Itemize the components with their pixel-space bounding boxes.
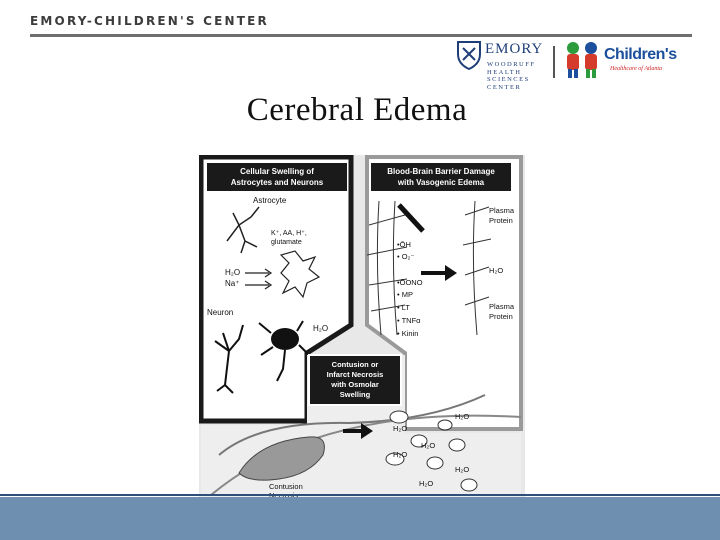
glutamate-label: glutamate <box>271 239 302 246</box>
emory-wordmark: EMORY <box>485 41 544 57</box>
h2o-label-right: H₂O <box>489 266 503 275</box>
bottom-arrow-icon <box>343 423 373 439</box>
neuron-icon <box>214 324 244 394</box>
slide-title: Cerebral Edema <box>246 92 468 128</box>
influx-arrows <box>245 268 273 290</box>
childrens-logo: Children's Healthcare of Atlanta <box>562 40 692 80</box>
plasma-label-1b: Protein <box>489 216 513 225</box>
astrocyte-icon <box>226 206 260 254</box>
svg-text:• TNFα: • TNFα <box>397 316 421 325</box>
h2o-bottom-3: H₂O <box>421 441 435 450</box>
cortex-curve <box>218 394 486 456</box>
right-title-line2: with Vasogenic Edema <box>397 178 485 187</box>
astrocyte-label: Astrocyte <box>253 196 287 205</box>
contusion-area <box>238 436 325 481</box>
svg-text:•ŌH: •ŌH <box>397 240 411 249</box>
bbb-vessel-right <box>462 200 492 336</box>
svg-text:•ŌONO: •ŌONO <box>397 278 423 287</box>
bottom-panel-title-box <box>308 354 402 406</box>
right-panel-title-box <box>371 163 511 191</box>
logo-separator <box>553 46 555 78</box>
bbb-vessel-left <box>366 200 408 336</box>
bottom-title-line4: Swelling <box>340 390 371 399</box>
bottom-title-line1: Contusion or <box>332 360 379 369</box>
svg-text:• LT: • LT <box>397 303 410 312</box>
na-label: Na⁺ <box>225 279 239 288</box>
swollen-neuron-icon <box>271 328 299 350</box>
swollen-cells <box>385 410 478 492</box>
plasma-label-2a: Plasma <box>489 302 515 311</box>
h2o-bottom-2: H₂O <box>393 424 407 433</box>
mediator-list: •ŌH • O₂⁻ •ŌONO • MP • LT • TNFα • Kinin <box>397 240 423 338</box>
left-title-line2: Astrocytes and Neurons <box>231 178 324 187</box>
h2o-label-neuron: H₂O <box>313 324 328 333</box>
emory-shield-icon <box>457 41 481 70</box>
h2o-bottom-1: H₂O <box>455 412 469 421</box>
neuron-label: Neuron <box>207 308 233 317</box>
header-rule <box>30 34 692 37</box>
right-arrow-icon <box>421 265 457 281</box>
left-panel-title-box <box>207 163 347 191</box>
whsc-text: WOODRUFF HEALTH SCIENCES CENTER <box>487 61 536 91</box>
left-title-line1: Cellular Swelling of <box>240 167 314 176</box>
swollen-astrocyte-icon <box>279 250 321 299</box>
cerebral-edema-diagram: Cellular Swelling of Astrocytes and Neur… <box>198 154 525 501</box>
header-org-name: EMORY-CHILDREN'S CENTER <box>30 14 269 28</box>
h2o-bottom-6: H₂O <box>419 479 433 488</box>
svg-text:• O₂⁻: • O₂⁻ <box>397 252 414 261</box>
childrens-figures-icon <box>567 42 597 78</box>
plasma-label-1a: Plasma <box>489 206 515 215</box>
ions-label: K⁺, AA, H⁺, <box>271 230 307 237</box>
childrens-subtitle: Healthcare of Atlanta <box>610 66 662 72</box>
h2o-label-left: H₂O <box>225 268 240 277</box>
bottom-title-line2: Infarct Necrosis <box>327 370 384 379</box>
h2o-bottom-4: H₂O <box>393 450 407 459</box>
plasma-label-2b: Protein <box>489 312 513 321</box>
right-title-line1: Blood-Brain Barrier Damage <box>387 167 495 176</box>
svg-text:• MP: • MP <box>397 290 413 299</box>
h2o-bottom-5: H₂O <box>455 465 469 474</box>
svg-text:• Kinin: • Kinin <box>397 329 418 338</box>
footer-line <box>0 494 720 496</box>
bottom-title-line3: with Osmolar <box>330 380 379 389</box>
childrens-wordmark: Children's <box>604 46 677 63</box>
emory-logo: EMORY WOODRUFF HEALTH SCIENCES CENTER <box>455 40 555 96</box>
footer-bar <box>0 497 720 540</box>
contusion-label-1: Contusion <box>269 482 303 491</box>
injury-needle-icon <box>397 203 425 233</box>
